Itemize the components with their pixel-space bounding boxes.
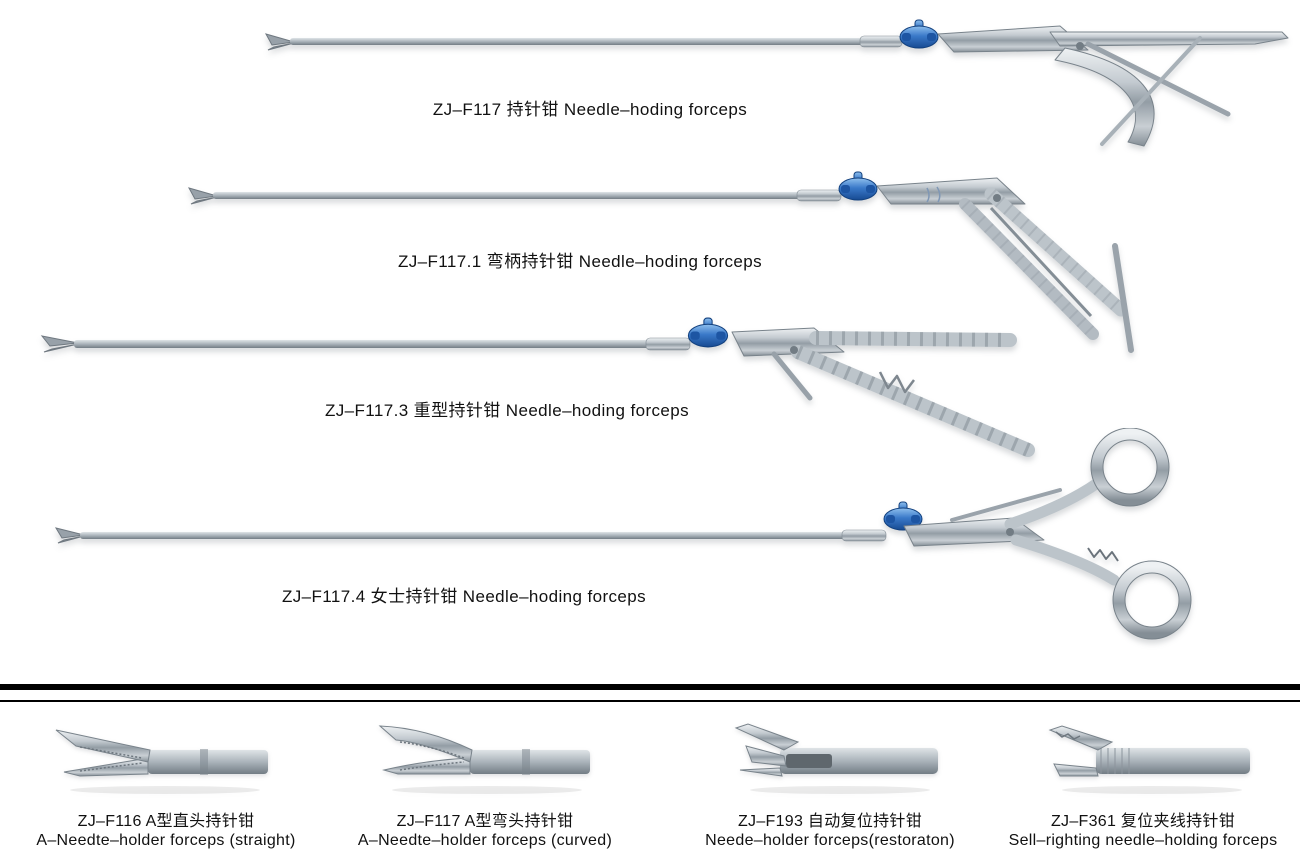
- handle-assembly: [937, 25, 1289, 147]
- jaw-tip-icon: [40, 335, 79, 353]
- instrument-shaft: [290, 35, 903, 48]
- instrument-photo-needle-holder-f117-4: [54, 428, 1192, 640]
- handle-assembly: [876, 177, 1134, 353]
- tip-slot: [786, 754, 832, 768]
- tip-photo-f193-restoration: [734, 723, 938, 794]
- instrument-shaft: [213, 189, 842, 202]
- tip-name-line: A–Needte–holder forceps (straight): [36, 832, 296, 849]
- tip-model-line: ZJ–F117 A型弯头持针钳: [396, 813, 574, 830]
- tip-name-line: A–Needte–holder forceps (curved): [357, 832, 613, 849]
- instrument-caption-f117-3: ZJ–F117.3 重型持针钳 Needle–hoding forceps: [324, 401, 690, 420]
- jaw-tip-icon: [54, 527, 85, 544]
- tip-jaws: [55, 729, 151, 777]
- tip-photo-f116-straight: [55, 729, 268, 794]
- tip-model-line: ZJ–F193 自动复位持针钳: [737, 813, 923, 830]
- tip-caption-f117: ZJ–F117 A型弯头持针钳 A–Needte–holder forceps …: [358, 812, 612, 850]
- instrument-caption-f117-4: ZJ–F117.4 女士持针钳 Needle–hoding forceps: [281, 587, 647, 606]
- tip-caption-f193: ZJ–F193 自动复位持针钳 Neede–holder forceps(res…: [705, 812, 955, 850]
- instrument-caption-f117: ZJ–F117 持针钳 Needle–hoding forceps: [432, 100, 748, 119]
- instrument-shaft: [80, 529, 887, 542]
- tip-jaws: [1048, 725, 1114, 777]
- finger-ring-lower: [1112, 560, 1192, 640]
- instrument-caption-f117-1: ZJ–F117.1 弯柄持针钳 Needle–hoding forceps: [397, 252, 763, 271]
- finger-ring-upper: [1090, 428, 1170, 507]
- instrument-photo-needle-holder-f117: [264, 19, 1289, 147]
- jaw-tip-icon: [187, 187, 218, 205]
- tip-name-line: Sell–righting needle–holding forceps: [1008, 832, 1278, 849]
- tip-jaws: [378, 725, 473, 775]
- handle-assembly: [731, 327, 1035, 457]
- jaw-tip-icon: [264, 33, 295, 51]
- tip-model-line: ZJ–F116 A型直头持针钳: [77, 813, 255, 830]
- section-divider-thin: [0, 700, 1300, 702]
- handle-assembly: [903, 428, 1192, 640]
- tip-caption-f361: ZJ–F361 复位夹线持针钳 Sell–righting needle–hol…: [1009, 812, 1278, 850]
- instrument-photo-needle-holder-f117-1: [187, 171, 1134, 353]
- instrument-photo-needle-holder-f117-3: [40, 317, 1035, 457]
- rotation-knob: [899, 19, 939, 49]
- rotation-knob: [838, 171, 878, 201]
- section-divider-thick: [0, 684, 1300, 690]
- tip-model-line: ZJ–F361 复位夹线持针钳: [1050, 813, 1236, 830]
- tip-photo-f361-sell-righting: [1048, 725, 1250, 794]
- rotation-knob: [687, 317, 729, 348]
- tip-photo-f117-curved: [378, 725, 590, 794]
- tip-jaws: [734, 723, 800, 777]
- instrument-shaft: [74, 337, 691, 351]
- tip-caption-f116: ZJ–F116 A型直头持针钳 A–Needte–holder forceps …: [36, 812, 295, 850]
- tip-shaft: [1096, 748, 1250, 774]
- tip-name-line: Neede–holder forceps(restoraton): [705, 832, 955, 849]
- ratchet-teeth: [1087, 547, 1119, 562]
